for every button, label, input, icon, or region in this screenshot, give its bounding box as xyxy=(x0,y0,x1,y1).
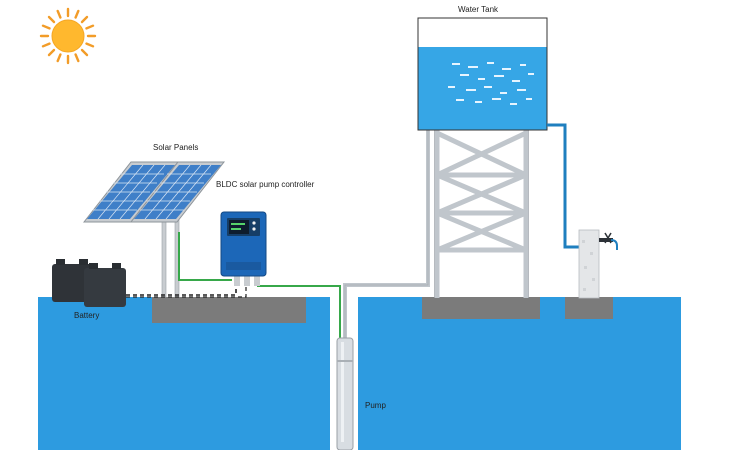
panel-post-left xyxy=(161,219,167,298)
pump-label: Pump xyxy=(365,401,386,410)
solar-panel-icon xyxy=(82,161,226,223)
wire-battery-dashed-2 xyxy=(126,284,247,298)
controller-icon xyxy=(220,211,267,286)
panel-foundation xyxy=(152,297,306,323)
water-tank-label: Water Tank xyxy=(458,5,499,14)
battery-label: Battery xyxy=(74,311,99,320)
ground-water-right xyxy=(358,297,681,450)
outlet-pipe xyxy=(547,123,583,249)
tank-tower-edges xyxy=(434,130,529,298)
sun-icon xyxy=(39,7,97,65)
tank-foundation xyxy=(422,297,540,319)
wire-panel-to-controller xyxy=(178,232,232,281)
tap-foundation xyxy=(565,297,613,319)
controller-label: BLDC solar pump controller xyxy=(216,180,315,189)
solar-panels-label: Solar Panels xyxy=(153,143,198,152)
battery-icon xyxy=(52,259,126,307)
pump-icon xyxy=(336,337,354,450)
water-tank-icon xyxy=(417,17,548,131)
wire-battery-dashed xyxy=(126,284,237,296)
tap-icon xyxy=(578,229,618,299)
tank-tower xyxy=(434,130,529,298)
